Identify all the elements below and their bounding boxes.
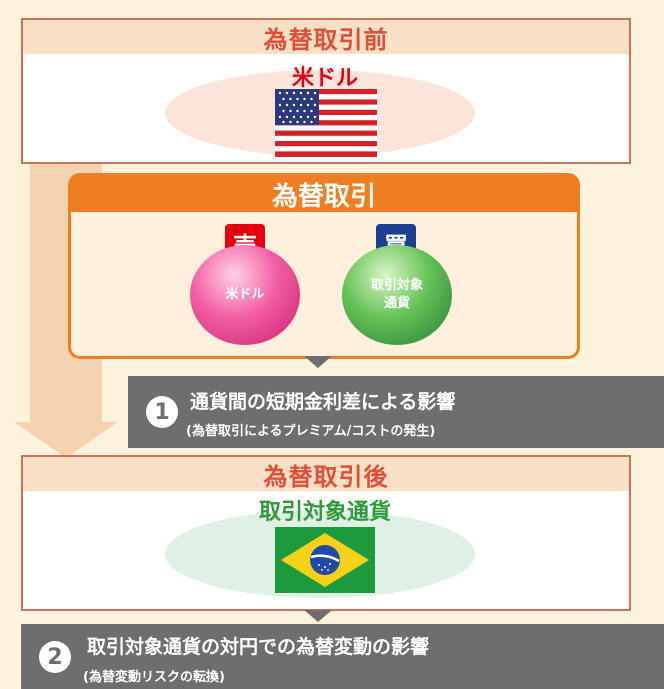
sell-sphere: 米ドル (190, 245, 300, 345)
buy-sphere-line2: 通貨 (383, 296, 410, 311)
brazil-flag-icon (275, 527, 375, 593)
before-currency-label: 米ドル (291, 66, 358, 91)
step2-number: 2 (39, 641, 71, 673)
us-flag-icon (275, 89, 377, 157)
step1-main-text: 通貨間の短期金利差による影響 (190, 391, 456, 413)
step2-main-text: 取引対象通貨の対円での為替変動の影響 (87, 636, 430, 658)
trade-down-arrow (304, 356, 332, 368)
sell-sphere-label: 米ドル (225, 287, 265, 302)
buy-sphere: 取引対象 通貨 (342, 245, 452, 345)
after-header: 為替取引後 (21, 455, 631, 493)
trade-header: 為替取引 (71, 176, 577, 212)
before-header: 為替取引前 (21, 18, 631, 56)
step2-bar: 2 取引対象通貨の対円での為替変動の影響 (為替変動リスクの転換) (21, 624, 664, 689)
after-currency-label: 取引対象通貨 (258, 500, 391, 525)
step1-number: 1 (146, 396, 178, 428)
step1-sub-text: (為替取引によるプレミアム/コストの発生) (186, 424, 436, 439)
step1-bar: 1 通貨間の短期金利差による影響 (為替取引によるプレミアム/コストの発生) (128, 376, 664, 448)
step2-sub-text: (為替変動リスクの転換) (83, 670, 225, 685)
buy-sphere-line1: 取引対象 (370, 278, 423, 293)
after-down-arrow (304, 610, 332, 622)
